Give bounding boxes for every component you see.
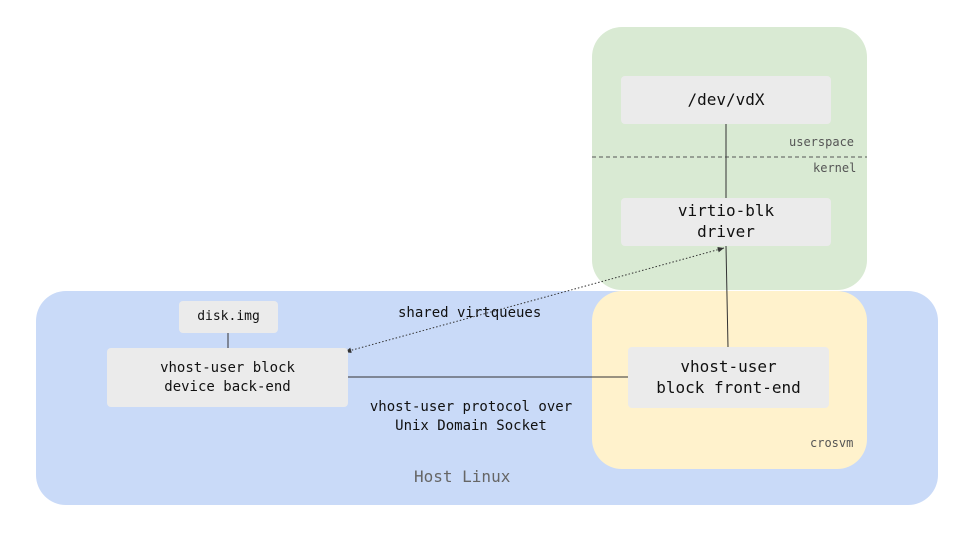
dev-vdx-node: /dev/vdX bbox=[621, 76, 831, 124]
crosvm-label: crosvm bbox=[810, 436, 854, 450]
vhost-user-frontend-node: vhost-user block front-end bbox=[628, 347, 829, 408]
guest-vm-region bbox=[592, 27, 867, 290]
shared-virtqueues-label: shared virtqueues bbox=[398, 305, 542, 321]
virtio-blk-driver-node: virtio-blk driver bbox=[621, 198, 831, 246]
driver-to-frontend-edge bbox=[725, 245, 729, 348]
userspace-label: userspace bbox=[789, 135, 855, 149]
shared-virtqueues-edge bbox=[344, 246, 725, 354]
vhost-user-protocol-label: vhost-user protocol over Unix Domain Soc… bbox=[369, 399, 573, 434]
kernel-label: kernel bbox=[813, 161, 857, 175]
host-linux-label: Host Linux bbox=[414, 467, 511, 486]
vhost-user-backend-node: vhost-user block device back-end bbox=[107, 348, 348, 407]
disk-img-node: disk.img bbox=[179, 301, 278, 333]
